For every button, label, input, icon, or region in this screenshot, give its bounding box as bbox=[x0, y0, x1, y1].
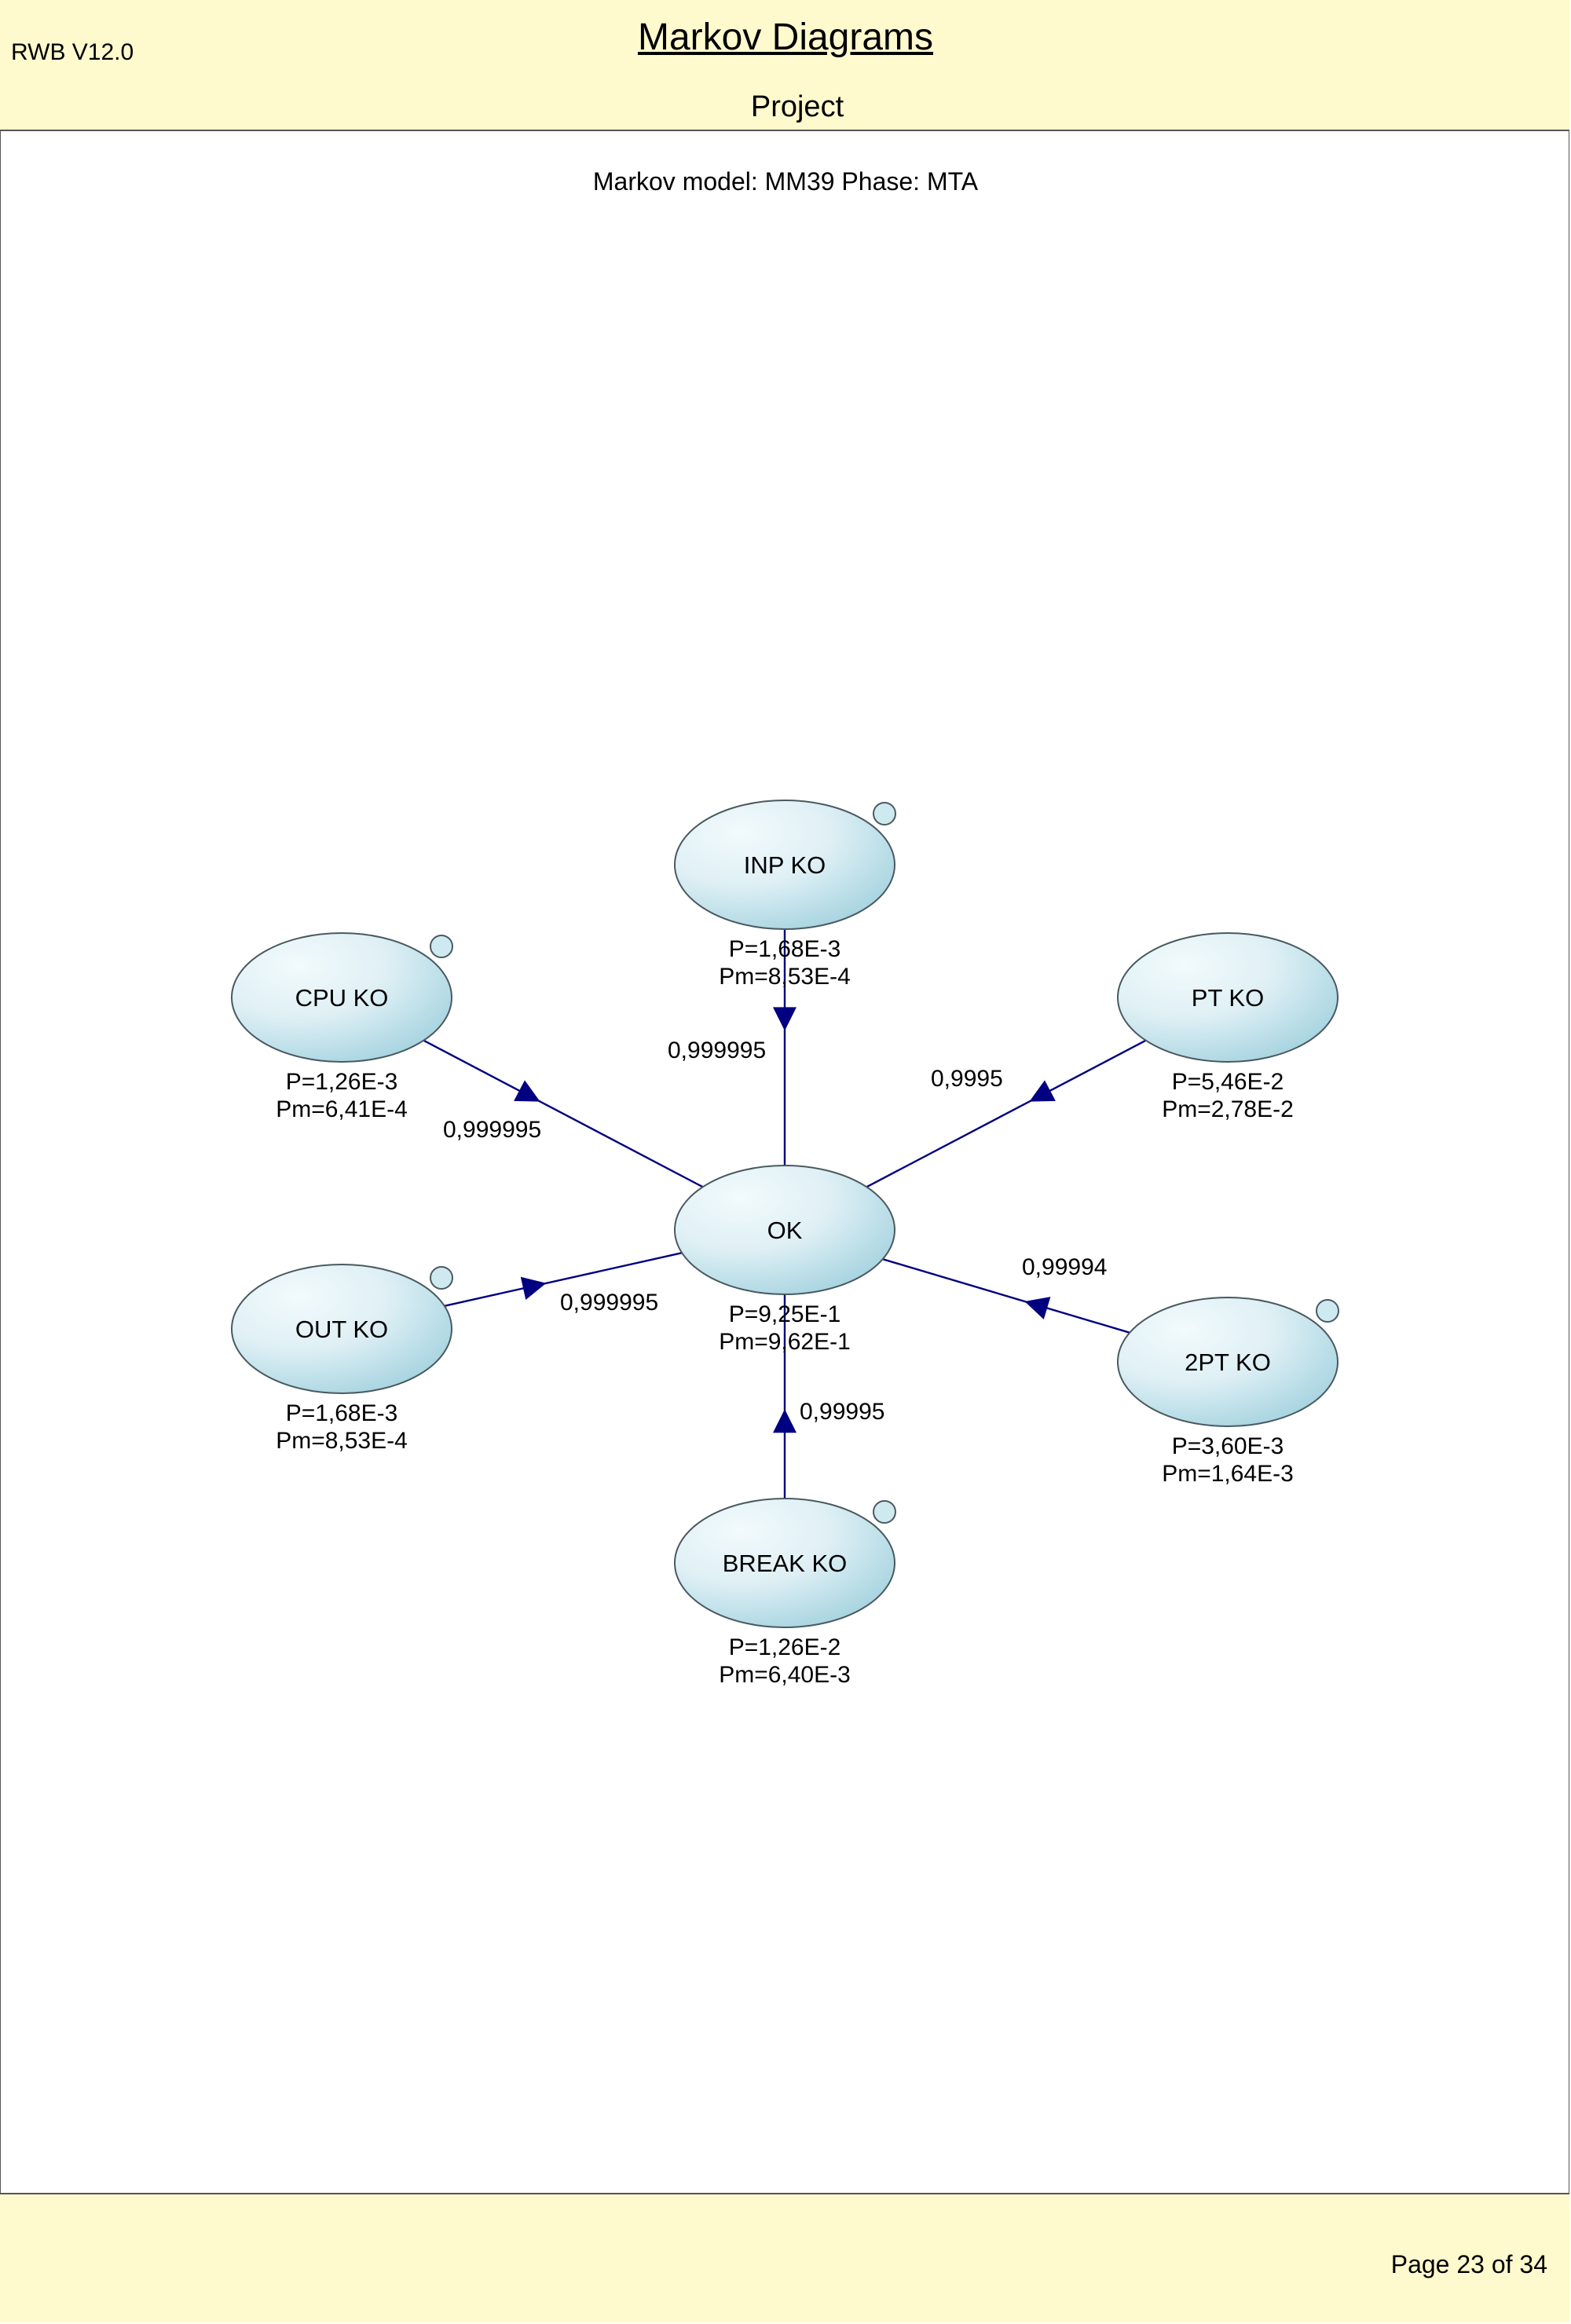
state-name: CPU KO bbox=[295, 984, 389, 1012]
transition-arrow-out bbox=[520, 1276, 547, 1300]
transition-label-pt: 0,9995 bbox=[931, 1066, 1003, 1092]
state-mean-probability: Pm=6,41E-4 bbox=[276, 1096, 408, 1122]
state-mean-probability: Pm=6,40E-3 bbox=[719, 1662, 851, 1688]
state-probability: P=1,26E-2 bbox=[729, 1634, 841, 1660]
page-footer bbox=[0, 2193, 1569, 2322]
state-marker-icon bbox=[873, 1500, 896, 1524]
state-node-inp[interactable]: INP KO bbox=[674, 800, 896, 930]
state-ellipse bbox=[674, 1498, 895, 1628]
page-title: Markov Diagrams bbox=[637, 16, 934, 58]
state-ellipse bbox=[1117, 932, 1338, 1063]
state-probability: P=1,68E-3 bbox=[286, 1400, 398, 1426]
state-marker-icon bbox=[430, 935, 453, 958]
state-ellipse bbox=[1117, 1297, 1338, 1427]
transition-arrow-inp bbox=[773, 1007, 796, 1031]
state-name: INP KO bbox=[744, 851, 826, 879]
state-probability: P=3,60E-3 bbox=[1172, 1433, 1284, 1459]
state-name: PT KO bbox=[1192, 984, 1264, 1012]
state-ellipse bbox=[231, 932, 452, 1063]
transition-arrow-pt bbox=[1029, 1080, 1056, 1102]
state-name: BREAK KO bbox=[723, 1550, 848, 1577]
state-ellipse bbox=[231, 1264, 452, 1394]
transition-label-out: 0,999995 bbox=[560, 1290, 658, 1316]
page-number: Page 23 of 34 bbox=[1390, 2250, 1547, 2278]
state-probability: P=5,46E-2 bbox=[1172, 1069, 1284, 1095]
state-probability: P=1,26E-3 bbox=[286, 1069, 398, 1095]
state-mean-probability: Pm=8,53E-4 bbox=[719, 964, 851, 990]
state-mean-probability: Pm=2,78E-2 bbox=[1162, 1096, 1294, 1122]
transition-arrow-break bbox=[773, 1409, 796, 1433]
state-node-ok[interactable]: OK bbox=[674, 1165, 895, 1295]
version-label: RWB V12.0 bbox=[11, 39, 134, 65]
state-marker-icon bbox=[873, 802, 896, 825]
state-marker-icon bbox=[1316, 1299, 1339, 1323]
page-header: RWB V12.0 Markov Diagrams Project bbox=[0, 0, 1569, 131]
model-caption: Markov model: MM39 Phase: MTA bbox=[592, 167, 979, 196]
state-name: OK bbox=[767, 1217, 803, 1244]
transition-label-inp: 0,999995 bbox=[668, 1038, 766, 1063]
transition-label-break: 0,99995 bbox=[800, 1399, 884, 1425]
state-mean-probability: Pm=1,64E-3 bbox=[1162, 1461, 1294, 1487]
transition-label-cpu: 0,999995 bbox=[443, 1117, 541, 1143]
transition-line-cpu bbox=[423, 1039, 704, 1188]
state-node-out[interactable]: OUT KO bbox=[231, 1264, 453, 1394]
state-probability: P=1,68E-3 bbox=[729, 936, 841, 962]
state-marker-icon bbox=[430, 1266, 453, 1290]
state-mean-probability: Pm=9,62E-1 bbox=[719, 1329, 851, 1355]
state-ellipse bbox=[674, 800, 895, 930]
state-probability: P=9,25E-1 bbox=[729, 1301, 841, 1327]
state-mean-probability: Pm=8,53E-4 bbox=[276, 1428, 408, 1454]
state-node-twopt[interactable]: 2PT KO bbox=[1117, 1297, 1339, 1427]
transition-line-pt bbox=[866, 1039, 1147, 1188]
transition-line-out bbox=[444, 1252, 683, 1307]
state-ellipse bbox=[674, 1165, 895, 1295]
page-subtitle: Project bbox=[750, 90, 844, 123]
transition-arrow-twopt bbox=[1024, 1297, 1051, 1319]
transition-label-twopt: 0,99994 bbox=[1022, 1254, 1107, 1280]
state-name: OUT KO bbox=[295, 1316, 388, 1343]
state-node-break[interactable]: BREAK KO bbox=[674, 1498, 896, 1628]
state-node-pt[interactable]: PT KO bbox=[1117, 932, 1338, 1063]
transition-line-twopt bbox=[882, 1258, 1130, 1334]
transition-arrow-cpu bbox=[514, 1080, 540, 1102]
state-node-cpu[interactable]: CPU KO bbox=[231, 932, 453, 1063]
state-name: 2PT KO bbox=[1185, 1349, 1271, 1376]
